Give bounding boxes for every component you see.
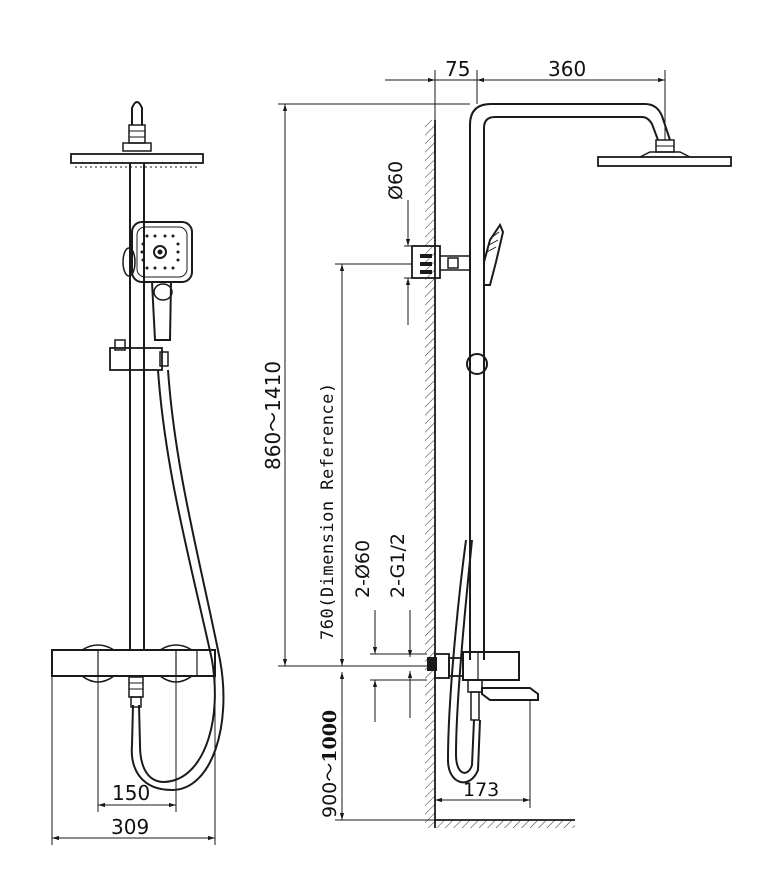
- front-hose-outlet: [128, 676, 144, 698]
- front-mixer-body: [51, 649, 216, 677]
- wall-hatch: [425, 120, 435, 828]
- front-rain-shower-head: [70, 153, 204, 164]
- dim-mixer-width: 309: [111, 815, 149, 839]
- front-top-bend: [131, 101, 143, 125]
- side-riser-outer: [469, 103, 671, 660]
- dim-spout-projection: 173: [463, 779, 499, 801]
- dim-height-range: 860～1410: [261, 361, 285, 470]
- side-hose-inner: [454, 539, 475, 774]
- front-head-connector: [122, 142, 152, 152]
- side-riser-inner: [483, 116, 659, 660]
- floor-hatch: [435, 820, 575, 828]
- side-hand-shower: [483, 222, 505, 286]
- side-view: 173 75 360 860～1410 760(Dimension Refere…: [261, 57, 732, 828]
- dim-arm-length: 360: [548, 57, 586, 81]
- dim-wall-offset: 75: [445, 57, 470, 81]
- front-hand-shower: [122, 221, 193, 341]
- side-mixer-wall-flange: [434, 653, 450, 679]
- side-hose-outer: [446, 539, 481, 784]
- dim-inlet-spacing: 150: [112, 781, 150, 805]
- side-slide-knob: [466, 353, 488, 375]
- front-hose-inner: [130, 369, 225, 792]
- dim-mixer-height-bold: 1000: [319, 710, 341, 763]
- dim-reference-height: 760(Dimension Reference): [318, 382, 338, 640]
- front-top-nut: [128, 124, 146, 144]
- dim-mixer-height: 900～1000: [319, 710, 341, 818]
- front-slide-bracket: [109, 347, 163, 371]
- side-tub-spout: [481, 687, 539, 701]
- dim-inlet-thread: 2-G1/2: [387, 533, 409, 598]
- side-rain-shower-head: [597, 156, 732, 167]
- front-view: 150 309: [51, 101, 225, 845]
- side-mixer-body: [462, 651, 520, 681]
- dim-inlet-diameter: 2-Ø60: [352, 540, 374, 598]
- front-hose-outer: [138, 369, 216, 783]
- side-wall-bracket: [411, 245, 441, 279]
- dim-bracket-diameter: Ø60: [385, 161, 407, 200]
- dim-mixer-height-prefix: 900～: [319, 763, 341, 818]
